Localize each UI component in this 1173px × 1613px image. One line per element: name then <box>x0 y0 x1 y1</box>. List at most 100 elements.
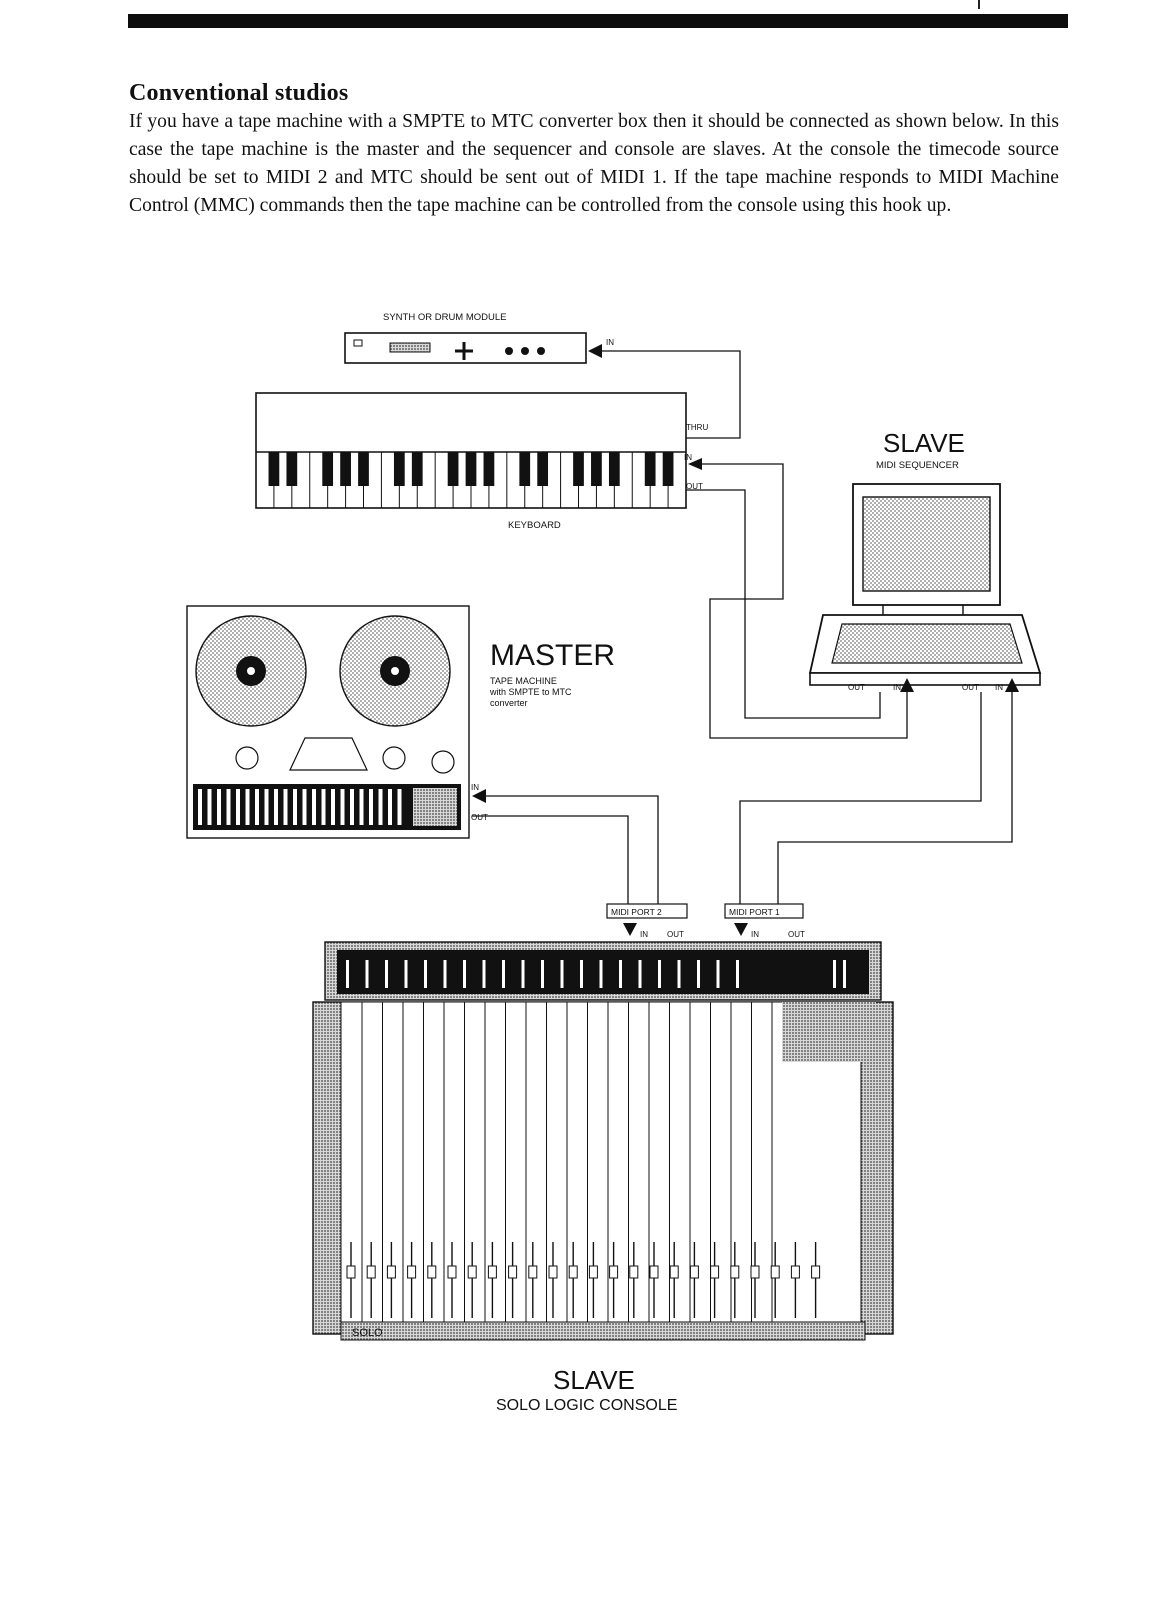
fader-knob <box>790 1265 800 1279</box>
keyboard-thru-label: THRU <box>686 423 708 432</box>
fader-knob <box>750 1265 760 1279</box>
console-brand: SOLO <box>352 1327 383 1339</box>
black-key <box>644 452 656 486</box>
tape-line3: converter <box>490 698 528 708</box>
body-paragraph: If you have a tape machine with a SMPTE … <box>129 111 1059 216</box>
tape-meter-strip <box>236 789 240 825</box>
tape-meter-strip <box>274 789 278 825</box>
black-key <box>483 452 495 486</box>
fader-knob <box>730 1265 740 1279</box>
tape-line2: with SMPTE to MTC <box>489 687 572 697</box>
console-meter-strip <box>716 960 720 988</box>
port2-in-label: IN <box>640 930 648 939</box>
black-key <box>537 452 549 486</box>
tape-line1: TAPE MACHINE <box>490 676 557 686</box>
console-meter-strip <box>541 960 544 988</box>
port1-in-label: IN <box>751 930 759 939</box>
black-key <box>591 452 602 486</box>
tape-meter-strip <box>340 789 345 825</box>
tape-meter-strip <box>388 789 392 825</box>
console-meter-strip <box>365 960 369 988</box>
fader-knob <box>366 1265 376 1279</box>
mixing-console: SOLO SLAVE SOLO LOGIC CONSOLE <box>312 941 894 1414</box>
console-role: SLAVE <box>553 1365 635 1395</box>
console-meter-strip <box>404 960 408 988</box>
black-key <box>358 452 369 486</box>
console-meter-strip <box>677 960 681 988</box>
console-meter-strip <box>385 960 388 988</box>
console-meter-strip <box>346 960 349 988</box>
black-key <box>286 452 298 486</box>
section-heading: Conventional studios <box>129 80 349 106</box>
tape-meter-strip <box>331 789 335 825</box>
fader-knob <box>588 1265 598 1279</box>
synth-in-label: IN <box>606 338 614 347</box>
fader-knob <box>427 1265 437 1279</box>
console-meter-strip <box>424 960 427 988</box>
tape-meter-strip <box>302 789 307 825</box>
black-key <box>322 452 334 486</box>
tape-meter-strip <box>293 789 297 825</box>
console-meter-strip <box>580 960 583 988</box>
sequencer-role: SLAVE <box>883 428 965 458</box>
fader-knob <box>811 1265 821 1279</box>
black-key <box>465 452 477 486</box>
tape-in-label: IN <box>471 783 479 792</box>
fader-knob <box>669 1265 679 1279</box>
tape-meter-strip <box>397 789 402 825</box>
console-label: SOLO LOGIC CONSOLE <box>496 1397 677 1414</box>
black-key <box>411 452 423 486</box>
console-meter-strip <box>521 960 525 988</box>
tape-meter-strip <box>378 789 383 825</box>
fader-knob <box>629 1265 639 1279</box>
header-rule <box>128 14 1068 28</box>
seq-in2-label: IN <box>995 683 1003 692</box>
tape-meter-strip <box>255 789 259 825</box>
synth-module: SYNTH OR DRUM MODULE IN <box>344 312 614 364</box>
tape-meter-strip <box>207 789 212 825</box>
black-key <box>340 452 351 486</box>
fader-knob <box>548 1265 558 1279</box>
midi-ports: MIDI PORT 2 IN OUT MIDI PORT 1 IN OUT <box>606 903 805 939</box>
port2-label: MIDI PORT 2 <box>611 907 662 917</box>
fader-knob <box>467 1265 477 1279</box>
console-meter-strip <box>736 960 739 988</box>
fader-knob <box>689 1265 699 1279</box>
seq-out2-label: OUT <box>962 683 979 692</box>
black-key <box>268 452 280 486</box>
black-key <box>662 452 674 486</box>
synth-label: SYNTH OR DRUM MODULE <box>383 312 507 323</box>
tape-meter-strip <box>198 789 202 825</box>
seq-out1-label: OUT <box>848 683 865 692</box>
fader-knob <box>508 1265 518 1279</box>
console-meter-strip <box>658 960 661 988</box>
port2-out-label: OUT <box>667 930 684 939</box>
console-meter-strip <box>482 960 486 988</box>
console-meter-strip <box>833 960 836 988</box>
sequencer-label: MIDI SEQUENCER <box>876 460 959 471</box>
tape-meter-strip <box>312 789 316 825</box>
keyboard-out-label: OUT <box>686 482 703 491</box>
console-meter-strip <box>619 960 622 988</box>
port1-label: MIDI PORT 1 <box>729 907 780 917</box>
fader-knob <box>447 1265 457 1279</box>
tape-meter-strip <box>245 789 250 825</box>
console-meter-strip <box>843 960 846 988</box>
console-meter-strip <box>599 960 603 988</box>
tape-meter-strip <box>369 789 373 825</box>
keyboard-label: KEYBOARD <box>508 520 561 531</box>
tape-machine: MASTER TAPE MACHINE with SMPTE to MTC co… <box>186 605 615 839</box>
tape-out-label: OUT <box>471 813 488 822</box>
console-meter-strip <box>560 960 564 988</box>
fader-knob <box>407 1265 417 1279</box>
tape-role: MASTER <box>490 639 615 672</box>
fader-knob <box>386 1265 396 1279</box>
tape-meter-strip <box>264 789 269 825</box>
console-meter-strip <box>697 960 700 988</box>
black-key <box>393 452 405 486</box>
tape-meter-strip <box>350 789 354 825</box>
page-mark <box>978 0 980 9</box>
black-key <box>608 452 620 486</box>
black-key <box>573 452 584 486</box>
